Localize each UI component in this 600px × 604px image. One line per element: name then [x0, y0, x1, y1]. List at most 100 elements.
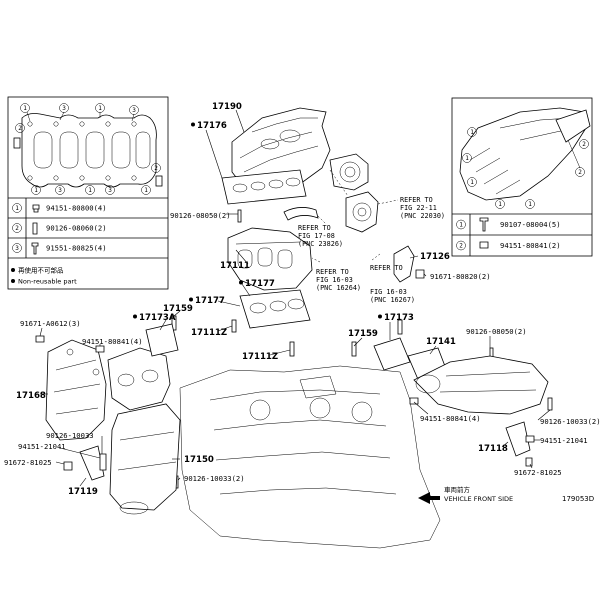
- callout-17126: 17126: [420, 252, 450, 262]
- callout-17111Z: 17111Z: [242, 352, 278, 362]
- callout-17159: 17159: [348, 329, 378, 339]
- callout-94151-80841: 94151-80841(4): [82, 337, 143, 346]
- nut-icon: [479, 241, 489, 249]
- throttle-body-assy: [345, 191, 379, 233]
- marker-2: 2: [578, 169, 582, 176]
- marker-1: 1: [34, 187, 38, 194]
- pcv-hose: [283, 207, 319, 221]
- non-reusable-dot-icon: [11, 279, 15, 283]
- legend-row-number: 2: [459, 243, 463, 250]
- callout-17177: 17177: [245, 279, 275, 289]
- refer-note-line: FIG 16-03: [370, 288, 407, 296]
- lower-intake-manifold: [227, 227, 313, 291]
- legend-part-number: 94151-80800(4): [46, 204, 107, 213]
- marker-1: 1: [144, 187, 148, 194]
- right-bracket: [505, 421, 531, 457]
- exhaust-gasket-left: [145, 323, 179, 357]
- callout-17150: 17150: [184, 455, 214, 465]
- intake-gasket-drawing: [13, 113, 163, 188]
- vehicle-front-en: VEHICLE FRONT SIDE: [444, 495, 513, 503]
- left-inset: 1 3 1 3 2 2 1 3 1 3 1: [7, 96, 169, 290]
- callout-90126-10033-2: 90126-10033(2): [184, 474, 245, 483]
- left-exhaust-manifold: [107, 347, 171, 411]
- throttle-body: [329, 153, 369, 191]
- marker-3: 3: [62, 105, 66, 112]
- callout-17173: 17173: [384, 313, 414, 323]
- refer-note-line: (PNC 22030): [400, 212, 445, 220]
- legend-row-number: 1: [459, 222, 463, 229]
- callout-17118: 17118: [478, 444, 508, 454]
- legend-row-number: 1: [15, 205, 19, 212]
- non-reusable-dot-icon: [133, 314, 137, 319]
- legend-part-number: 91551-80825(4): [46, 244, 107, 253]
- refer-note-line: REFER TO: [370, 264, 403, 272]
- fasteners: [35, 335, 535, 471]
- callout-90126-10033: 90126-10033: [46, 431, 94, 440]
- left-legend-table: 1 2 3 94151-80800(4) 90126-08060(2) 9155…: [8, 197, 168, 286]
- left-catalytic-converter: [109, 403, 181, 515]
- callout-91671-A0612: 91671-A0612(3): [20, 319, 81, 328]
- leader-lines: [39, 109, 551, 487]
- callouts: 17190 17176 90126-08050(2) 17111 17177 1…: [4, 102, 600, 497]
- stud-icon: [32, 222, 38, 235]
- callout-17190: 17190: [212, 102, 242, 112]
- vehicle-front-arrow-icon: [418, 492, 440, 504]
- refer-note-line: FIG 16-03: [316, 276, 353, 284]
- right-legend-table: 1 2 90107-08004(5) 94151-80841(2): [452, 213, 592, 256]
- refer-note-line: REFER TO: [298, 224, 331, 232]
- marker-2: 2: [18, 125, 22, 132]
- refer-note-line: (PNC 16264): [316, 284, 361, 292]
- right-inset-frame: [451, 97, 593, 257]
- manifold-gasket: [239, 289, 311, 329]
- callout-17177: 17177: [195, 296, 225, 306]
- callout-17111Z: 17111Z: [191, 328, 227, 338]
- exhaust-gasket-right: [373, 337, 411, 371]
- intake-plenum-drawing: [459, 107, 591, 201]
- marker-3: 3: [58, 187, 62, 194]
- marker-3: 3: [108, 187, 112, 194]
- refer-note-line: (PNC 23826): [298, 240, 343, 248]
- vehicle-front-jp: 車両前方: [444, 485, 471, 494]
- callout-17141: 17141: [426, 337, 456, 347]
- marker-2: 2: [582, 141, 586, 148]
- callout-91672-81025: 91672-81025: [4, 458, 52, 467]
- studs: [171, 209, 553, 489]
- non-reusable-dot-icon: [378, 314, 382, 319]
- marker-2: 2: [154, 165, 158, 172]
- refer-note-line: REFER TO: [316, 268, 349, 276]
- non-reusable-dot-icon: [191, 122, 195, 127]
- legend-row-number: 2: [15, 225, 19, 232]
- callout-91672-81025: 91672-81025: [514, 468, 562, 477]
- right-inset: 1 1 1 1 1 2 2 1 2 90107-08004(5) 94151-: [451, 97, 593, 257]
- legend-row-number: 3: [15, 245, 19, 252]
- marker-1: 1: [88, 187, 92, 194]
- callout-17119: 17119: [68, 487, 98, 497]
- non-reusable-note-en: Non-reusable part: [18, 278, 77, 286]
- refer-note-line: FIG 17-08: [298, 232, 335, 240]
- non-reusable-note-jp: 再使用不可部品: [18, 266, 64, 275]
- diagram-id: 179053D: [562, 495, 594, 503]
- plenum-gasket: [221, 169, 307, 205]
- non-reusable-dot-icon: [239, 280, 243, 285]
- callout-94151-21041: 94151-21041: [540, 436, 588, 445]
- callout-90126-10033: 90126-10033(2): [540, 417, 600, 426]
- callout-17111: 17111: [220, 261, 250, 271]
- callout-17168: 17168: [16, 391, 46, 401]
- callout-90126-08050: 90126-08050(2): [466, 327, 527, 336]
- refer-note-line: (PNC 16267): [370, 296, 415, 304]
- right-exhaust-manifold: [413, 355, 549, 415]
- bolt-icon: [31, 242, 39, 255]
- marker-1: 1: [465, 155, 469, 162]
- marker-1: 1: [470, 179, 474, 186]
- legend-part-number: 90107-08004(5): [500, 220, 561, 229]
- callout-91671-80820: 91671-80820(2): [430, 272, 491, 281]
- nut-icon: [32, 204, 40, 213]
- bolt-icon: [479, 217, 489, 232]
- left-inset-markers: 1 3 1 3 2 2 1 3 1 3 1: [15, 103, 161, 195]
- marker-1: 1: [528, 201, 532, 208]
- callout-94151-21041: 94151-21041: [18, 442, 66, 451]
- marker-1: 1: [98, 105, 102, 112]
- callout-17173A: 17173A: [139, 313, 176, 323]
